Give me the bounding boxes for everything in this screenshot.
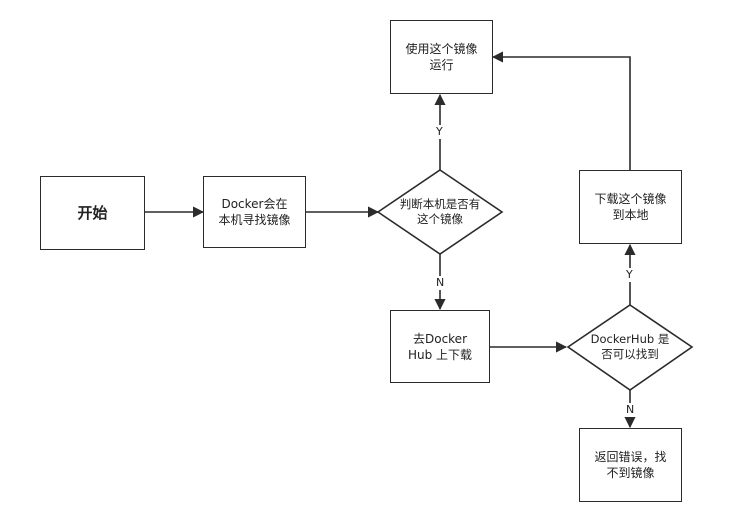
- decision-hub-label: DockerHub 是 否可以找到: [590, 332, 670, 361]
- decision-hub-diamond: [566, 304, 694, 391]
- edge-label-local-yes: Y: [434, 125, 445, 139]
- edge-label-hub-no: N: [624, 403, 637, 417]
- start-node: 开始: [40, 176, 145, 250]
- use-image-node: 使用这个镜像 运行: [390, 20, 493, 94]
- download-local-node: 下载这个镜像 到本地: [579, 170, 682, 244]
- download-local-label: 下载这个镜像 到本地: [594, 192, 667, 222]
- decision-local-node: 判断本机是否有 这个镜像: [385, 195, 495, 229]
- edge-label-local-no: N: [434, 276, 447, 290]
- decision-local-label: 判断本机是否有 这个镜像: [399, 197, 481, 226]
- decision-local-diamond: [376, 169, 504, 255]
- error-label: 返回错误，找 不到镜像: [594, 450, 667, 480]
- edge-label-hub-yes: Y: [624, 268, 635, 282]
- use-image-label: 使用这个镜像 运行: [405, 42, 478, 72]
- pull-hub-node: 去Docker Hub 上下载: [390, 310, 490, 383]
- start-label: 开始: [77, 204, 108, 222]
- arrow-download-to-use: [491, 51, 631, 170]
- search-local-node: Docker会在 本机寻找镜像: [203, 176, 306, 248]
- decision-hub-node: DockerHub 是 否可以找到: [575, 330, 685, 364]
- error-node: 返回错误，找 不到镜像: [579, 428, 682, 502]
- pull-hub-label: 去Docker Hub 上下载: [407, 331, 473, 362]
- search-local-label: Docker会在 本机寻找镜像: [218, 197, 291, 227]
